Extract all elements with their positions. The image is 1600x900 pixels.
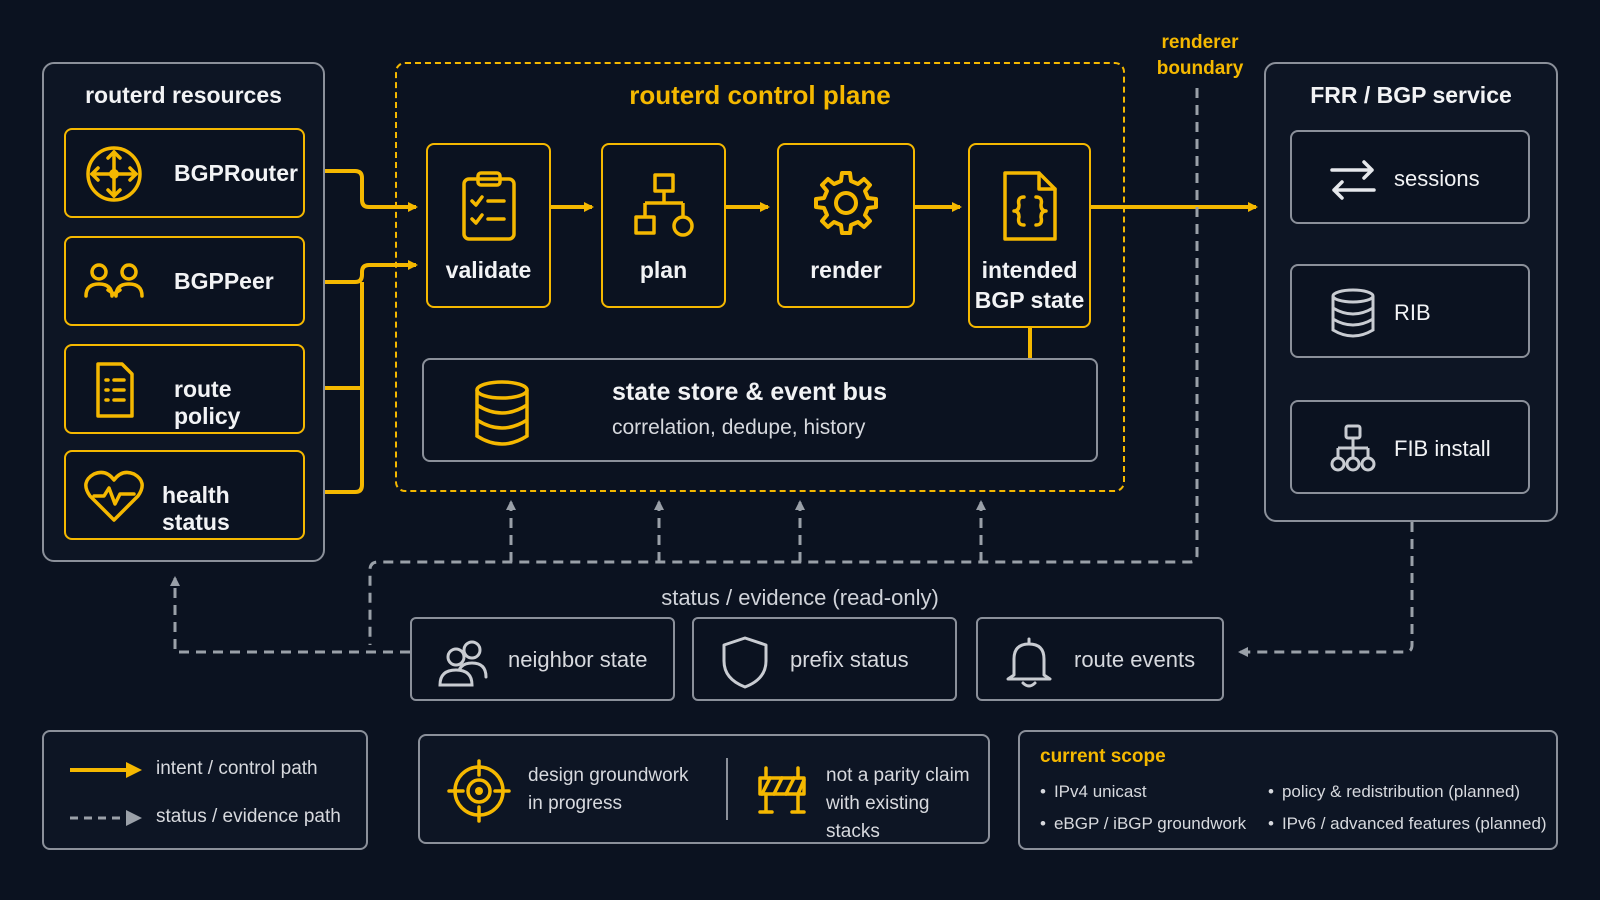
notes-divider — [726, 758, 728, 820]
boundary-line2: boundary — [1156, 58, 1244, 79]
store-subtitle: correlation, dedupe, history — [612, 416, 866, 439]
parity-line2: with existing stacks — [826, 793, 930, 842]
users-icon — [438, 640, 488, 687]
heart-pulse-icon — [84, 470, 144, 522]
crosshair-router-icon — [86, 146, 142, 202]
legend-panel: intent / control path status / evidence … — [42, 730, 368, 850]
stage-label: intended BGP state — [970, 255, 1089, 315]
frr-panel: FRR / BGP service sessions RIB — [1264, 62, 1558, 522]
evidence-neighbor-state[interactable]: neighbor state — [410, 617, 675, 701]
legend-status-label: status / evidence path — [156, 806, 341, 827]
parity-note: not a parity claim with existing stacks — [826, 762, 988, 846]
resource-health-status[interactable]: health status — [64, 450, 305, 540]
stage-label: render — [810, 257, 882, 283]
notes-panel: design groundwork in progress not a pari… — [418, 734, 990, 844]
resources-title: routerd resources — [85, 82, 282, 108]
resource-route-policy[interactable]: route policy — [64, 344, 305, 434]
scope-item: policy & redistribution (planned) — [1268, 782, 1520, 802]
stage-intended-bgp-state[interactable]: intended BGP state — [968, 143, 1091, 328]
peers-icon — [84, 263, 144, 298]
clipboard-check-icon — [461, 171, 516, 241]
boundary-line1: renderer — [1161, 32, 1239, 53]
frr-label: RIB — [1394, 300, 1431, 325]
groundwork-line1: design groundwork — [528, 765, 689, 786]
frr-fib-install[interactable]: FIB install — [1290, 400, 1530, 494]
stage-label: validate — [445, 257, 532, 283]
yellow-arrow-icon — [70, 762, 142, 778]
frr-label: sessions — [1394, 166, 1480, 191]
frr-rib[interactable]: RIB — [1290, 264, 1530, 358]
frr-label: FIB install — [1394, 436, 1491, 461]
frr-title: FRR / BGP service — [1310, 82, 1512, 108]
target-icon — [447, 759, 511, 823]
resource-bgprouter[interactable]: BGPRouter — [64, 128, 305, 218]
renderer-boundary-label: renderer boundary — [1150, 30, 1250, 82]
barrier-icon — [758, 766, 806, 814]
code-file-icon — [1002, 171, 1057, 241]
evidence-prefix-status[interactable]: prefix status — [692, 617, 957, 701]
bell-icon — [1006, 637, 1052, 688]
resource-label: BGPPeer — [174, 268, 274, 294]
flow-chart-icon — [633, 173, 694, 237]
scope-item: IPv6 / advanced features (planned) — [1268, 814, 1547, 834]
resource-bgppeer[interactable]: BGPPeer — [64, 236, 305, 326]
legend-intent-label: intent / control path — [156, 758, 318, 779]
resources-panel: routerd resources BGPRouter — [42, 62, 325, 562]
evidence-label: route events — [1074, 647, 1196, 672]
shield-icon — [722, 636, 768, 689]
scope-title: current scope — [1040, 746, 1166, 767]
stage-render[interactable]: render — [777, 143, 915, 308]
status-evidence-label: status / evidence (read-only) — [661, 585, 939, 610]
database-icon — [1331, 288, 1375, 338]
evidence-route-events[interactable]: route events — [976, 617, 1224, 701]
evidence-label: neighbor state — [508, 647, 648, 672]
control-plane-title: routerd control plane — [629, 80, 891, 110]
scope-item: IPv4 unicast — [1040, 782, 1147, 802]
stage-label-line1: intended — [981, 257, 1078, 283]
groundwork-line2: in progress — [528, 793, 622, 814]
dashed-arrow-icon — [70, 810, 142, 826]
stage-validate[interactable]: validate — [426, 143, 551, 308]
document-list-icon — [96, 362, 134, 418]
parity-line1: not a parity claim — [826, 765, 970, 786]
stage-label: plan — [639, 257, 688, 283]
scope-panel: current scope IPv4 unicast eBGP / iBGP g… — [1018, 730, 1558, 850]
state-store-event-bus[interactable]: state store & event bus correlation, ded… — [422, 358, 1098, 462]
scope-item: eBGP / iBGP groundwork — [1040, 814, 1246, 834]
stage-label-line2: BGP state — [974, 287, 1085, 313]
database-icon — [475, 380, 529, 446]
gear-icon — [814, 171, 878, 235]
network-tree-icon — [1330, 424, 1376, 472]
evidence-label: prefix status — [790, 647, 909, 672]
frr-sessions[interactable]: sessions — [1290, 130, 1530, 224]
stage-plan[interactable]: plan — [601, 143, 726, 308]
resource-label: health status — [162, 482, 230, 535]
store-title: state store & event bus — [612, 378, 888, 406]
swap-arrows-icon — [1330, 160, 1376, 200]
groundwork-note: design groundwork in progress — [528, 762, 689, 818]
resource-label: route policy — [174, 376, 241, 429]
resource-label: BGPRouter — [174, 160, 298, 186]
